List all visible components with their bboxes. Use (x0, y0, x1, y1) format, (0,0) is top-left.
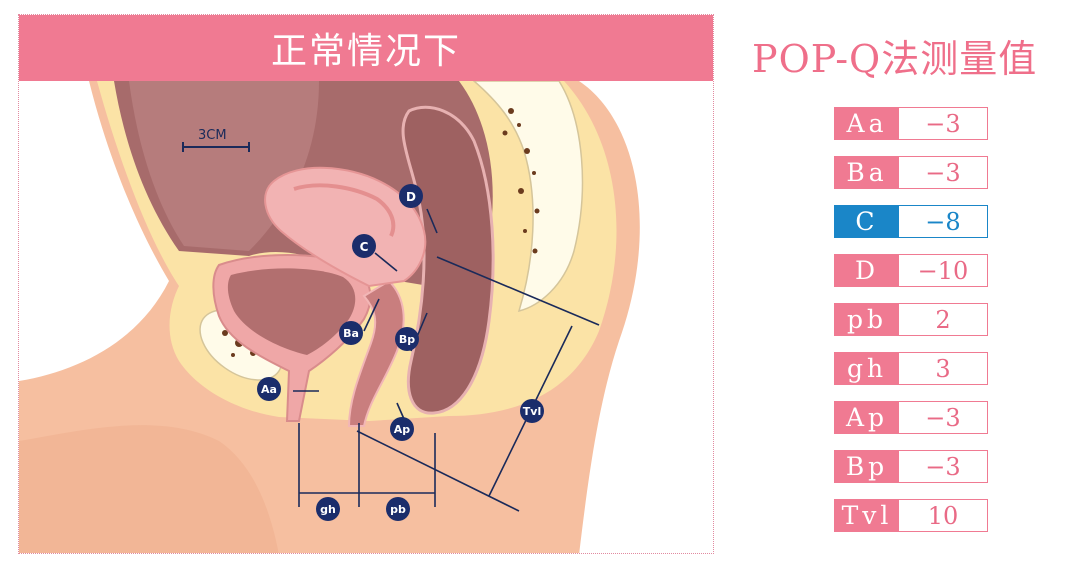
svg-text:Bp: Bp (399, 333, 415, 346)
marker-D: D (399, 184, 423, 208)
pelvic-anatomy-diagram: 3CM D C Ba Bp Aa Ap Tvl gh pb (19, 81, 640, 553)
marker-C: C (352, 234, 376, 258)
marker-Aa: Aa (257, 377, 281, 401)
popq-row-bp: Bp−3 (834, 450, 988, 483)
popq-row-aa: Aa−3 (834, 107, 988, 140)
body-shadow (19, 425, 279, 553)
svg-text:D: D (406, 190, 416, 204)
svg-text:pb: pb (390, 503, 406, 516)
marker-pb: pb (386, 497, 410, 521)
sacrum (472, 81, 584, 313)
marker-Ap: Ap (390, 417, 414, 441)
svg-text:Aa: Aa (261, 383, 277, 396)
popq-key: gh (835, 353, 899, 384)
uterus-cavity (293, 183, 396, 237)
spine-dots (502, 108, 540, 254)
bladder-inner (227, 268, 356, 355)
scale-bar (182, 142, 250, 152)
svg-text:gh: gh (320, 503, 336, 516)
popq-title: POP-Q法测量值 (752, 37, 1038, 81)
svg-text:Ba: Ba (343, 327, 359, 340)
popq-key: Aa (835, 108, 899, 139)
scale-label: 3CM (198, 128, 227, 143)
popq-value: 3 (899, 353, 987, 384)
vagina (347, 279, 405, 427)
popq-value: −3 (899, 108, 987, 139)
popq-key: Tvl (835, 500, 899, 531)
marker-Ba: Ba (339, 321, 363, 345)
uterus (264, 166, 427, 288)
popq-row-c: C−8 (834, 205, 988, 238)
popq-key: Ba (835, 157, 899, 188)
svg-text:Ap: Ap (394, 423, 411, 436)
popq-value: −8 (899, 206, 987, 237)
popq-key: Ap (835, 402, 899, 433)
popq-value: −3 (899, 402, 987, 433)
popq-value: 2 (899, 304, 987, 335)
popq-row-d: D−10 (834, 254, 988, 287)
svg-text:C: C (360, 240, 369, 254)
popq-value: −3 (899, 157, 987, 188)
diagram-panel: 正常情况下 (18, 14, 714, 554)
popq-value: −3 (899, 451, 987, 482)
marker-gh: gh (316, 497, 340, 521)
popq-key: pb (835, 304, 899, 335)
popq-value: −10 (899, 255, 987, 286)
marker-Tvl: Tvl (520, 399, 544, 423)
svg-text:Tvl: Tvl (523, 405, 541, 418)
popq-key: Bp (835, 451, 899, 482)
marker-Bp: Bp (395, 327, 419, 351)
popq-row-ap: Ap−3 (834, 401, 988, 434)
popq-value: 10 (899, 500, 987, 531)
popq-row-ba: Ba−3 (834, 156, 988, 189)
popq-key: D (835, 255, 899, 286)
popq-key: C (835, 206, 899, 237)
banner-title: 正常情况下 (19, 15, 713, 81)
